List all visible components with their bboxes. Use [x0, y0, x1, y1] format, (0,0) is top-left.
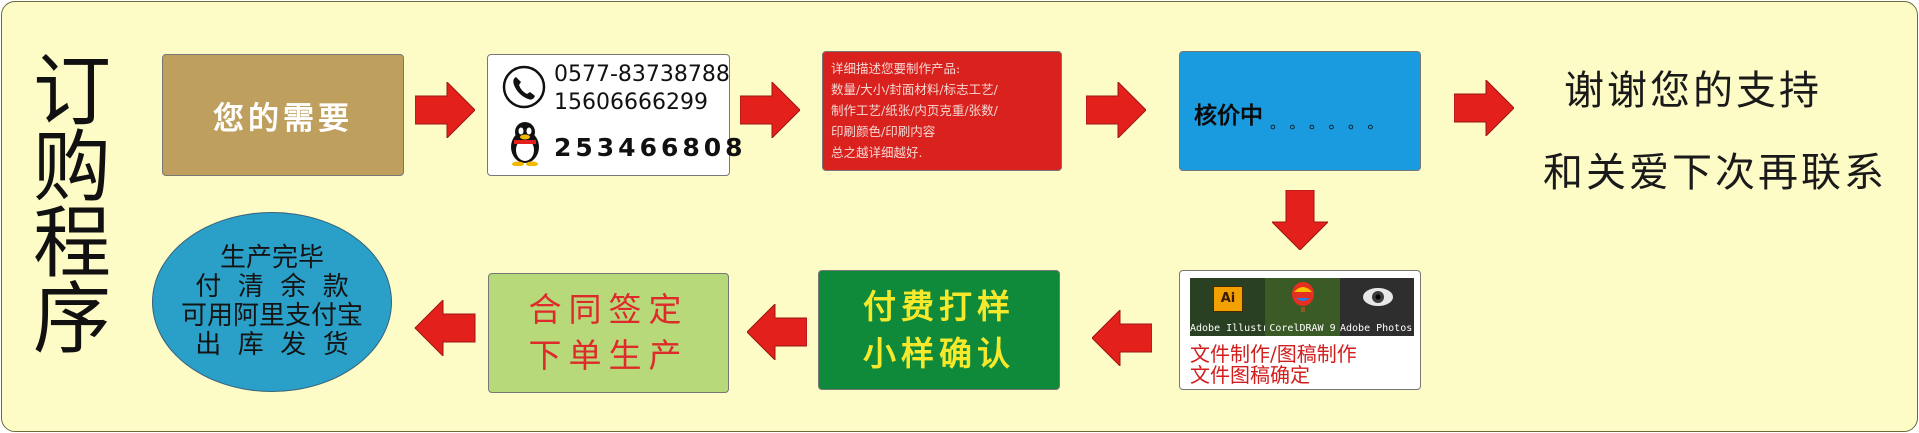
thanks-line-1: 谢谢您的支持 — [1564, 68, 1822, 114]
step-need-box: 您的需要 — [162, 54, 404, 176]
app-caption: Adobe Illustra... — [1190, 323, 1293, 334]
app-photoshop: Adobe Photos... — [1340, 278, 1414, 336]
step-files-box: Ai Adobe Illustra... CorelDRAW 9 Ad — [1179, 270, 1421, 390]
arrow-left-icon — [414, 300, 476, 356]
arrow-right-icon — [415, 82, 475, 138]
finish-line: 生产完毕 — [219, 243, 324, 273]
app-caption: Adobe Photos... — [1340, 323, 1414, 334]
app-coreldraw: CorelDRAW 9 — [1265, 278, 1340, 336]
arrow-left-icon — [1092, 310, 1152, 366]
app-illustrator: Ai Adobe Illustra... — [1190, 278, 1293, 336]
pricing-label: 核价中 — [1194, 103, 1263, 129]
mobile-number: 15606666299 — [554, 90, 708, 115]
describe-line: 数量/大小/封面材料/标志工艺/ — [831, 82, 998, 97]
step-describe-box: 详细描述您要制作产品: 数量/大小/封面材料/标志工艺/ 制作工艺/纸张/内页克… — [822, 51, 1062, 171]
qq-penguin-icon — [506, 120, 544, 167]
phone-icon — [502, 65, 546, 109]
step-pricing-box: 核价中 。。。。。。 — [1179, 51, 1421, 171]
step-finish-oval: 生产完毕 付 清 余 款 可用阿里支付宝 出 库 发 货 — [152, 212, 392, 392]
qq-number: 253466808 — [554, 133, 747, 162]
files-line-1: 文件制作/图稿制作 — [1190, 342, 1357, 366]
step-need-text: 您的需要 — [213, 100, 353, 137]
phone-number: 0577-83738788 — [554, 62, 730, 87]
step-sample-box: 付费打样 小样确认 — [818, 270, 1060, 390]
coreldraw-balloon-icon — [1292, 282, 1314, 312]
thanks-line-2: 和关爱下次再联系 — [1543, 150, 1887, 196]
pricing-dots: 。。。。。。 — [1270, 114, 1395, 132]
files-line-2: 文件图稿确定 — [1190, 363, 1310, 387]
software-strip: Ai Adobe Illustra... CorelDRAW 9 Ad — [1190, 278, 1414, 336]
finish-line: 付 清 余 款 — [195, 272, 349, 302]
step-contract-box: 合同签定 下单生产 — [488, 273, 729, 393]
describe-line: 印刷颜色/印刷内容 — [831, 124, 936, 139]
arrow-right-icon — [740, 82, 800, 138]
sample-line-2: 小样确认 — [863, 334, 1015, 373]
describe-line: 总之越详细越好. — [831, 145, 923, 160]
arrow-right-icon — [1086, 82, 1146, 138]
step-contact-box: 0577-83738788 15606666299 253466808 — [487, 54, 743, 176]
photoshop-eye-icon — [1363, 288, 1393, 306]
contract-line-2: 下单生产 — [528, 336, 689, 375]
describe-line: 详细描述您要制作产品: — [831, 61, 961, 76]
arrow-left-icon — [747, 304, 807, 360]
sample-line-1: 付费打样 — [863, 287, 1015, 326]
contract-line-1: 合同签定 — [528, 290, 689, 329]
page-title: 订购程序 — [32, 47, 111, 365]
arrow-right-icon — [1454, 80, 1514, 136]
finish-line: 可用阿里支付宝 — [180, 301, 363, 331]
describe-line: 制作工艺/纸张/内页克重/张数/ — [831, 103, 998, 118]
arrow-down-icon — [1272, 190, 1328, 250]
illustrator-icon: Ai — [1213, 286, 1243, 312]
app-caption: CorelDRAW 9 — [1269, 323, 1336, 334]
finish-line: 出 库 发 货 — [195, 330, 349, 360]
